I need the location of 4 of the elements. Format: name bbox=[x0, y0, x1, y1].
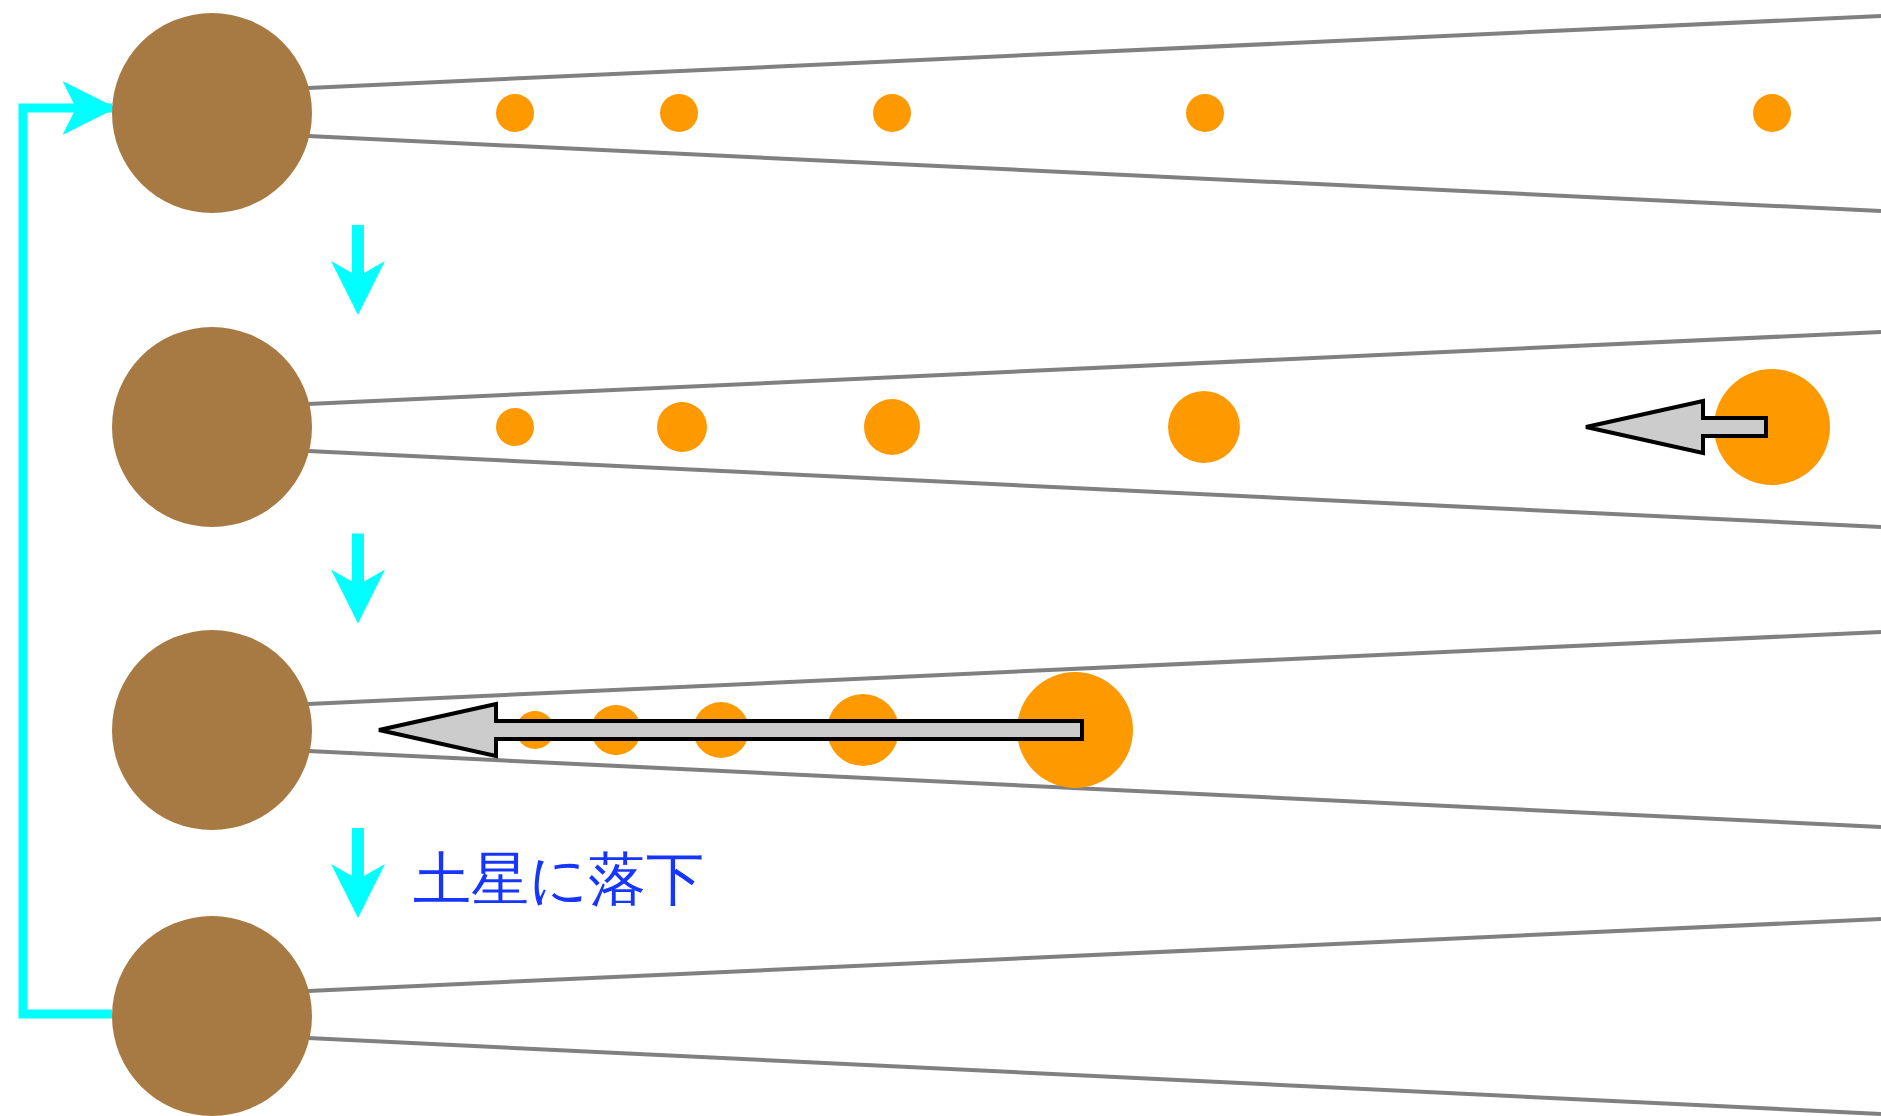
step-arrow bbox=[331, 828, 385, 918]
step-arrow bbox=[331, 225, 385, 315]
annotation-text: 土星に落下 bbox=[413, 850, 704, 908]
step-arrow bbox=[331, 533, 385, 624]
